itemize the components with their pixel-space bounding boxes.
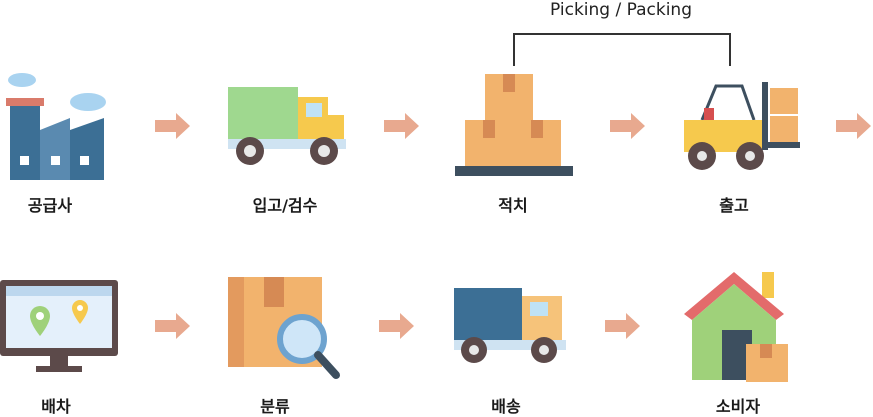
arrow-5-icon	[155, 313, 190, 339]
arrow-7-icon	[605, 313, 640, 339]
delivery-truck-icon	[454, 288, 566, 363]
step-label-receiving: 입고/검수	[252, 196, 318, 215]
step-label-consumer: 소비자	[715, 397, 761, 416]
picking-packing-title: Picking / Packing	[549, 0, 693, 20]
truck-icon	[228, 87, 346, 165]
arrow-2-icon	[384, 113, 419, 139]
pallet-boxes-icon	[455, 74, 573, 176]
house-icon	[684, 272, 788, 382]
step-label-putaway: 적치	[498, 196, 528, 215]
forklift-icon	[684, 82, 800, 170]
step-label-dispatch: 배차	[41, 397, 71, 416]
step-label-supplier: 공급사	[27, 196, 73, 215]
arrow-1-icon	[155, 113, 190, 139]
step-label-shipping: 출고	[719, 196, 749, 215]
step-label-delivery: 배송	[491, 397, 521, 416]
map-monitor-icon	[0, 280, 118, 372]
arrow-4-icon	[836, 113, 871, 139]
step-label-sorting: 분류	[260, 397, 290, 416]
arrow-3-icon	[610, 113, 645, 139]
factory-icon	[6, 73, 106, 180]
box-magnifier-icon	[228, 277, 340, 379]
arrow-6-icon	[379, 313, 414, 339]
